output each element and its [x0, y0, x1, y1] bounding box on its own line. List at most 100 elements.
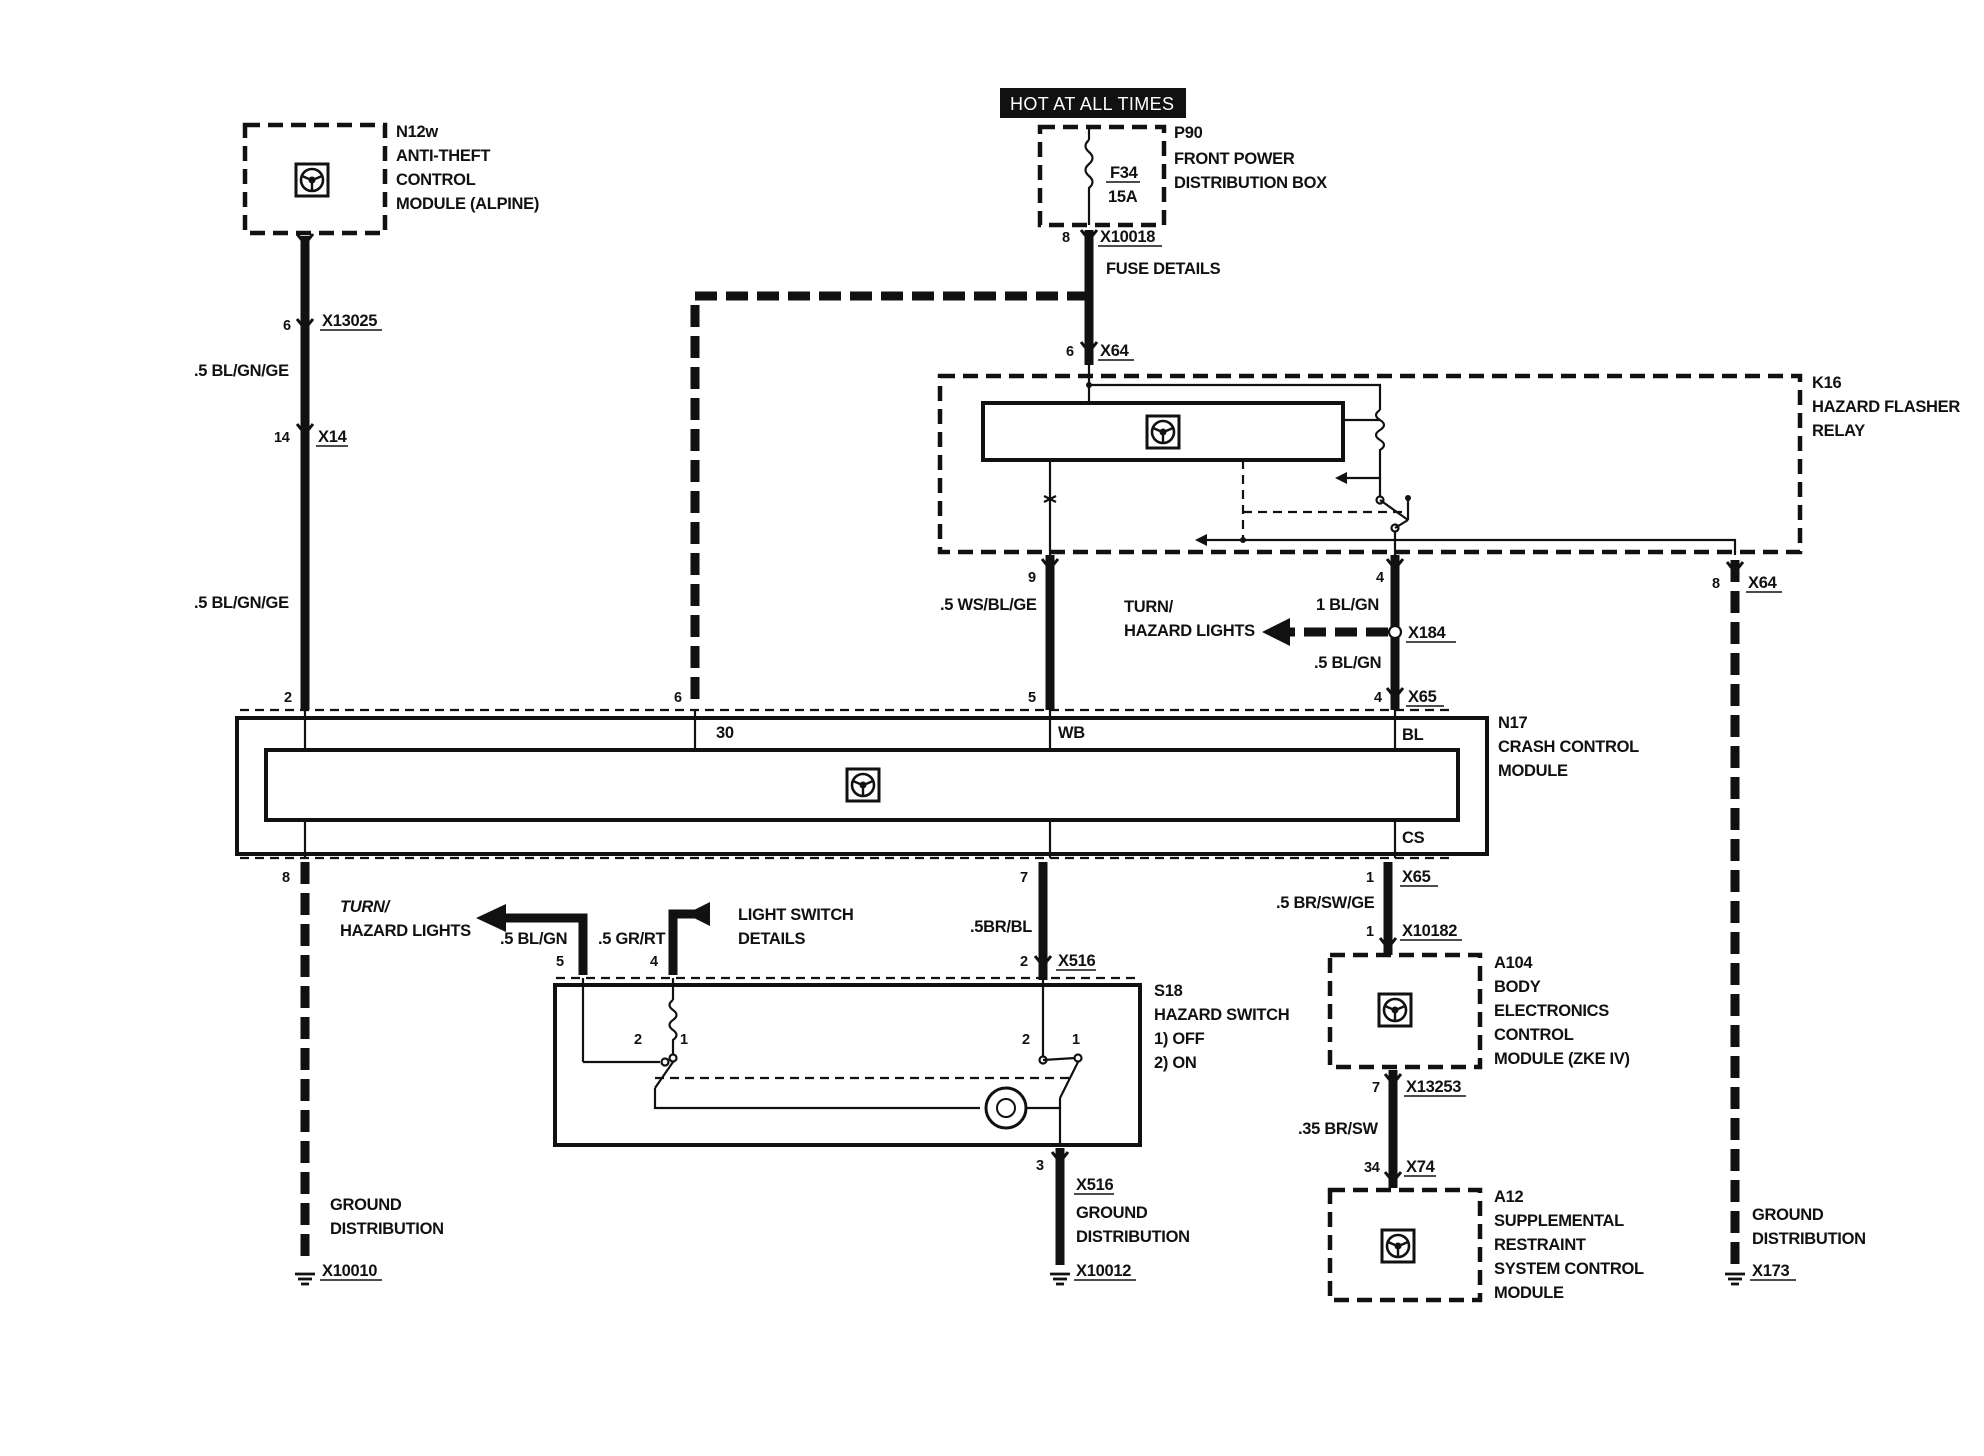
- s18-ref-label: S18: [1154, 982, 1183, 1000]
- ground-x10010-icon: [293, 1272, 317, 1286]
- ground-x10012-icon: [1048, 1272, 1072, 1286]
- n17-terminal-bl: BL: [1402, 726, 1424, 744]
- n12w-module-icon: [294, 162, 330, 198]
- n17-name-line2: MODULE: [1498, 762, 1568, 780]
- x10012-label: X10012: [1076, 1262, 1131, 1280]
- ground-left-note-2: DISTRIBUTION: [330, 1220, 444, 1238]
- ground-right-note-2: DISTRIBUTION: [1752, 1230, 1866, 1248]
- pin-6-x13025: 6: [283, 318, 291, 334]
- p90-name-line1: FRONT POWER: [1174, 150, 1295, 168]
- hazard-indicator-lamp-icon: [984, 1086, 1028, 1130]
- ground-left-note-1: GROUND: [330, 1196, 402, 1214]
- wire-br-bl: .5BR/BL: [970, 918, 1032, 936]
- p90-ref-label: P90: [1174, 124, 1203, 142]
- a12-name-line3: SYSTEM CONTROL: [1494, 1260, 1644, 1278]
- n12w-name-line2: CONTROL: [396, 171, 476, 189]
- a12-ref-label: A12: [1494, 1188, 1523, 1206]
- pin-3-s18: 3: [1036, 1158, 1044, 1174]
- k16-ref-label: K16: [1812, 374, 1841, 392]
- x65-top-label: X65: [1408, 688, 1437, 706]
- pin-9-k16: 9: [1028, 570, 1036, 586]
- p90-power-distribution-box: F34 15A P90 FRONT POWER DISTRIBUTION BOX: [1037, 124, 1327, 228]
- n17-terminal-30: 30: [716, 724, 734, 742]
- p90-name-line2: DISTRIBUTION BOX: [1174, 174, 1327, 192]
- wire-half-bl-gn: .5 BL/GN: [1314, 654, 1381, 672]
- wire-br-sw: .35 BR/SW: [1298, 1120, 1379, 1138]
- turn-hazard-note-2: HAZARD LIGHTS: [1124, 622, 1255, 640]
- a104-name-line1: BODY: [1494, 978, 1541, 996]
- x65-bottom-label: X65: [1402, 868, 1431, 886]
- x64-top-label: X64: [1100, 342, 1130, 360]
- n12w-anti-theft-control-module: N12w ANTI-THEFT CONTROL MODULE (ALPINE): [242, 122, 539, 236]
- wire-ws-bl-ge: .5 WS/BL/GE: [940, 596, 1037, 614]
- turn-hazard-note-1: TURN/: [1124, 598, 1174, 616]
- k16-module-icon: [1145, 414, 1181, 450]
- a12-module-icon: [1380, 1228, 1416, 1264]
- switch-right-pin-1: 1: [1072, 1032, 1080, 1048]
- s18-name-line1: HAZARD SWITCH: [1154, 1006, 1289, 1024]
- x516-top-label: X516: [1058, 952, 1095, 970]
- x516-bottom-label: X516: [1076, 1176, 1113, 1194]
- hot-at-all-times-banner: HOT AT ALL TIMES: [1000, 88, 1186, 118]
- light-switch-arrow-icon: [686, 902, 710, 926]
- x13253-label: X13253: [1406, 1078, 1461, 1096]
- a12-name-line1: SUPPLEMENTAL: [1494, 1212, 1624, 1230]
- wire-s18-bl-gn: .5 BL/GN: [500, 930, 567, 948]
- wire-gr-rt: .5 GR/RT: [598, 930, 665, 948]
- ground-x173-icon: [1723, 1272, 1747, 1286]
- f34-fuse-icon: [1084, 139, 1094, 225]
- n17-module-icon: [845, 767, 881, 803]
- x10182-label: X10182: [1402, 922, 1457, 940]
- pin-7-a104: 7: [1372, 1080, 1380, 1096]
- pin-4-s18: 4: [650, 954, 658, 970]
- pin-8-fuse: 8: [1062, 230, 1070, 246]
- ground-right-note-1: GROUND: [1752, 1206, 1824, 1224]
- k16-name-line2: RELAY: [1812, 422, 1865, 440]
- pin-6-x64: 6: [1066, 344, 1074, 360]
- fuse-details-note: FUSE DETAILS: [1106, 260, 1221, 278]
- n17-terminal-wb: WB: [1058, 724, 1085, 742]
- a12-name-line2: RESTRAINT: [1494, 1236, 1586, 1254]
- pin-2-n17: 2: [284, 690, 292, 706]
- s18-hazard-switch: 2 1 2 1 S18 HAZARD SWITCH 1) OFF 2) ON: [553, 976, 1290, 1147]
- fuse-amps-label: 15A: [1108, 188, 1138, 206]
- n17-terminal-cs: CS: [1402, 829, 1425, 847]
- pin-34-a12: 34: [1364, 1160, 1380, 1176]
- switch-left-pin-2: 2: [634, 1032, 642, 1048]
- ground-mid-note-2: DISTRIBUTION: [1076, 1228, 1190, 1246]
- a104-name-line4: MODULE (ZKE IV): [1494, 1050, 1630, 1068]
- x173-label: X173: [1752, 1262, 1789, 1280]
- n17-crash-control-module: 30 WB BL CS N17 CRASH CONTROL MODULE: [235, 708, 1639, 860]
- n12w-name-line1: ANTI-THEFT: [396, 147, 490, 165]
- a104-ref-label: A104: [1494, 954, 1533, 972]
- fuse-f34-label: F34: [1110, 164, 1139, 182]
- k16-hazard-flasher-relay: K16 HAZARD FLASHER RELAY: [937, 365, 1961, 555]
- switch-left-pin-1: 1: [680, 1032, 688, 1048]
- pin-8-x64: 8: [1712, 576, 1720, 592]
- pin-1-n17: 1: [1366, 870, 1374, 886]
- n12w-ref-label: N12w: [396, 123, 438, 141]
- x64-right-label: X64: [1748, 574, 1778, 592]
- x10010-label: X10010: [322, 1262, 377, 1280]
- turn-hazard-note-3: TURN/: [340, 898, 392, 916]
- pin-2-s18: 2: [1020, 954, 1028, 970]
- pin-1-x10182: 1: [1366, 924, 1374, 940]
- turn-hazard-arrow-icon: [1262, 618, 1290, 646]
- wire-bl-gn-ge-upper: .5 BL/GN/GE: [194, 362, 289, 380]
- x13025-label: X13025: [322, 312, 377, 330]
- x10018-label: X10018: [1100, 228, 1155, 246]
- pin-8-n17: 8: [282, 870, 290, 886]
- n12w-name-line3: MODULE (ALPINE): [396, 195, 539, 213]
- turn-hazard-note-4: HAZARD LIGHTS: [340, 922, 471, 940]
- k16-name-line1: HAZARD FLASHER: [1812, 398, 1960, 416]
- n17-name-line1: CRASH CONTROL: [1498, 738, 1639, 756]
- wire-bl-gn-ge-lower: .5 BL/GN/GE: [194, 594, 289, 612]
- a12-supplemental-restraint-module: A12 SUPPLEMENTAL RESTRAINT SYSTEM CONTRO…: [1327, 1187, 1644, 1303]
- s18-name-line3: 2) ON: [1154, 1054, 1197, 1072]
- turn-hazard-left-arrow-icon: [476, 904, 506, 932]
- wire-1-bl-gn: 1 BL/GN: [1316, 596, 1379, 614]
- s18-name-line2: 1) OFF: [1154, 1030, 1205, 1048]
- x184-label: X184: [1408, 624, 1446, 642]
- x74-label: X74: [1406, 1158, 1436, 1176]
